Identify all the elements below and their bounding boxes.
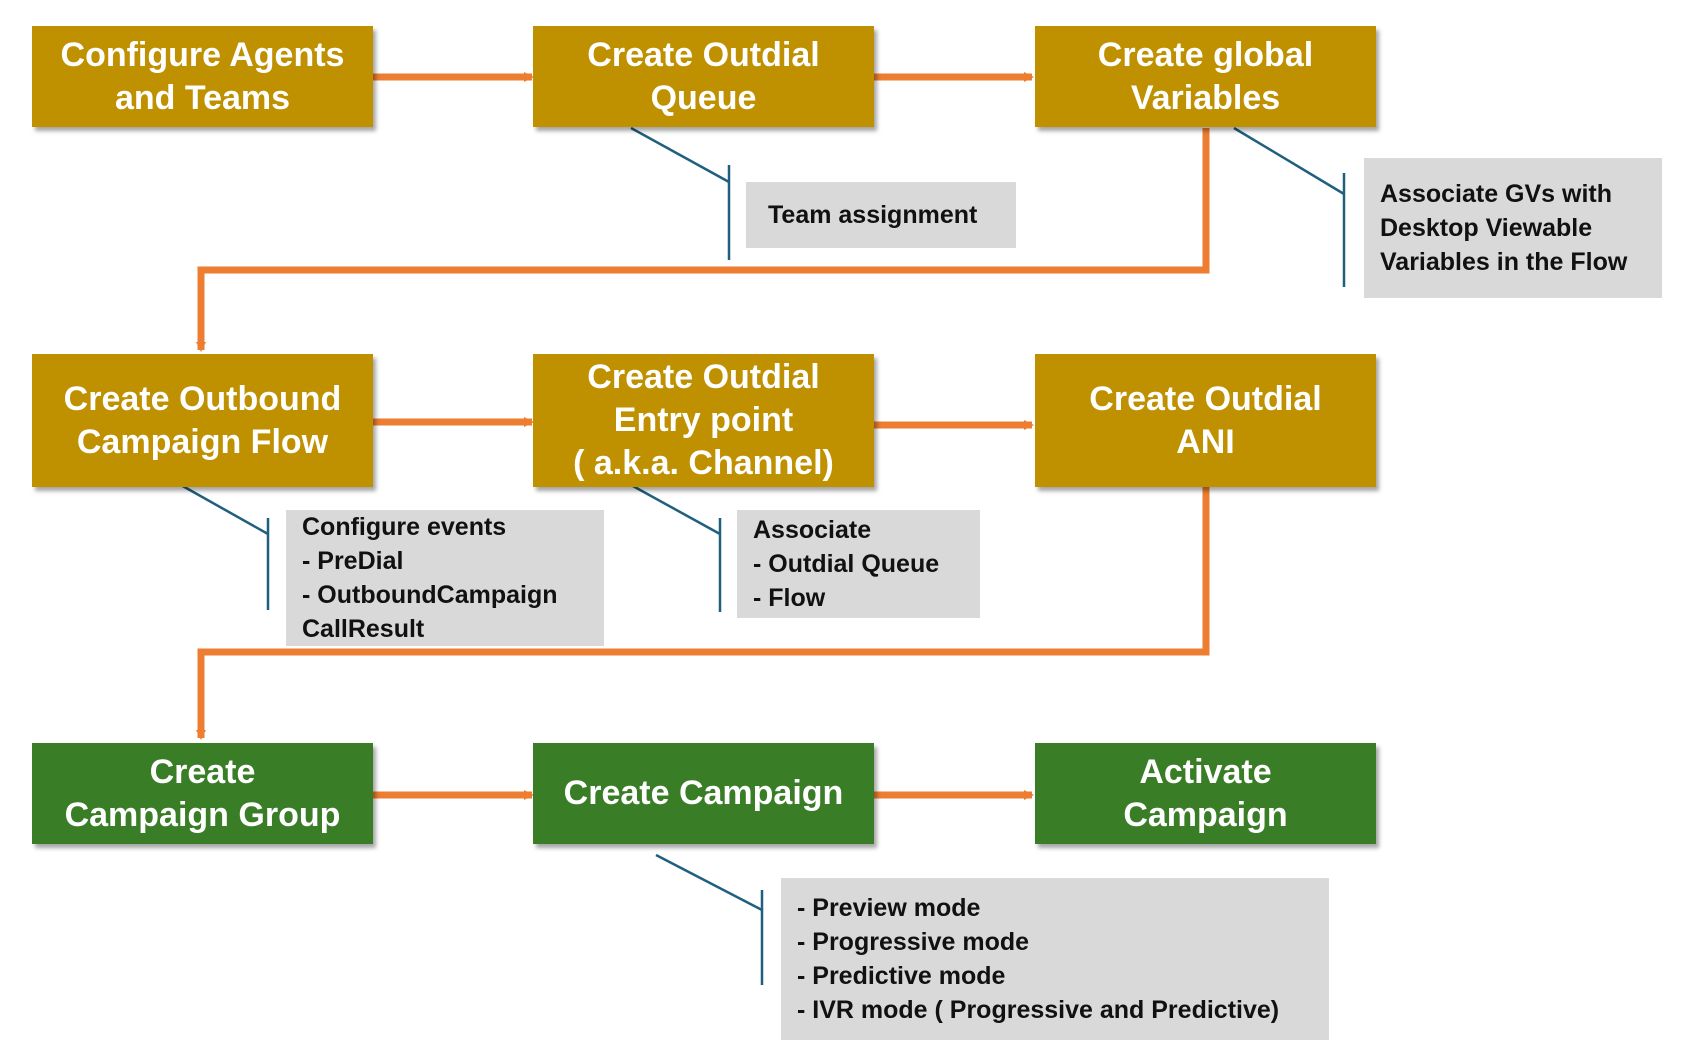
step-create-global-variables: Create global Variables	[1035, 26, 1376, 127]
note-associate: Associate - Outdial Queue - Flow	[737, 510, 980, 618]
note-associate-gvs: Associate GVs with Desktop Viewable Vari…	[1364, 158, 1662, 298]
step-configure-agents: Configure Agents and Teams	[32, 26, 373, 127]
step-activate-campaign: Activate Campaign	[1035, 743, 1376, 844]
step-create-outdial-queue: Create Outdial Queue	[533, 26, 874, 127]
step-create-outbound-campaign-flow: Create Outbound Campaign Flow	[32, 354, 373, 487]
step-create-campaign-group: Create Campaign Group	[32, 743, 373, 844]
note-team-assignment: Team assignment	[746, 182, 1016, 248]
step-create-outdial-ani: Create Outdial ANI	[1035, 354, 1376, 487]
callout-line-associate-gvs	[1233, 126, 1345, 196]
callout-line-team-assignment	[630, 126, 730, 184]
note-campaign-modes: - Preview mode - Progressive mode - Pred…	[781, 878, 1329, 1040]
step-create-campaign: Create Campaign	[533, 743, 874, 844]
callout-line-configure-events	[171, 478, 269, 536]
arrow-variables-to-outbound-flow	[196, 128, 1210, 352]
callout-line-associate	[621, 478, 721, 536]
step-create-outdial-entry-point: Create Outdial Entry point ( a.k.a. Chan…	[533, 354, 874, 487]
note-configure-events: Configure events - PreDial - OutboundCam…	[286, 510, 604, 646]
callout-line-modes	[655, 853, 763, 912]
